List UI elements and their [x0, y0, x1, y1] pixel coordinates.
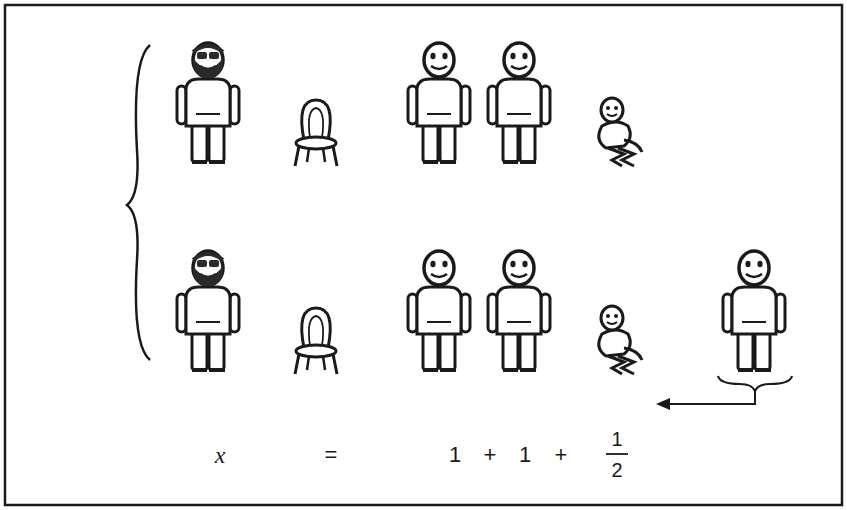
arrow-line — [668, 391, 755, 404]
equation-term: 1 — [519, 444, 531, 466]
equation-term: x — [215, 443, 226, 467]
brace — [127, 45, 150, 360]
equation-term: 1 — [449, 444, 461, 466]
equation-term: 2 — [611, 460, 622, 480]
equation-term: 1 — [611, 429, 622, 449]
frame — [5, 5, 842, 505]
bottom-row — [177, 251, 785, 374]
equation-term: + — [484, 444, 497, 466]
equation-term: + — [555, 444, 568, 466]
top-row — [177, 43, 642, 166]
small-brace — [718, 376, 792, 391]
arrow-head — [656, 398, 670, 410]
equation-term: = — [325, 444, 338, 466]
fraction-bar — [606, 453, 628, 455]
